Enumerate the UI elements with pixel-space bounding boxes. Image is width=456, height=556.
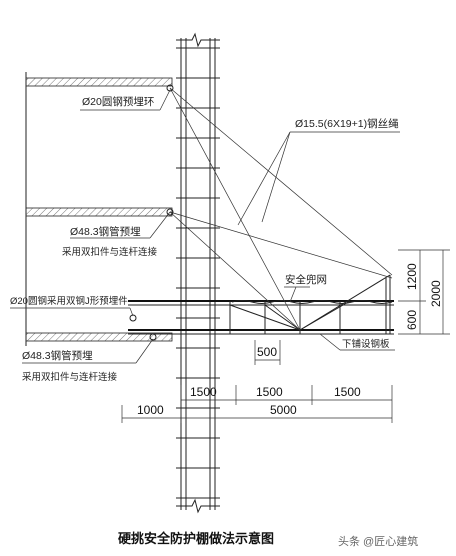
- pipe-embed-icon: [166, 208, 174, 216]
- scaffold-poles: [176, 32, 220, 514]
- label-wire-rope: Ø15.5(6X19+1)钢丝绳: [295, 117, 399, 130]
- dim-1200: 1200: [405, 263, 419, 290]
- label-embed-ring: Ø20圆钢预埋环: [82, 95, 154, 108]
- drawing-caption: 硬挑安全防护棚做法示意图: [118, 531, 274, 546]
- dim-1500-a: 1500: [190, 385, 217, 399]
- label-steel-pipe-1-line2: 采用双扣件与连杆连接: [62, 246, 158, 258]
- label-steel-pipe-2-line1: Ø48.3钢管预埋: [22, 349, 93, 362]
- dim-5000: 5000: [270, 403, 297, 417]
- dimension-lines-right: [398, 249, 450, 335]
- floor-slab-middle: [25, 207, 173, 217]
- dim-600: 600: [405, 310, 419, 330]
- embed-ring-icon: [166, 84, 174, 92]
- dim-1500-b: 1500: [256, 385, 283, 399]
- label-steel-pipe-2-line2: 采用双扣件与连杆连接: [22, 371, 118, 383]
- cantilever-pipes: [128, 275, 394, 335]
- dimension-lines-bottom: [121, 340, 393, 423]
- leader-lines: [10, 89, 400, 364]
- label-steel-plate: 下铺设钢板: [342, 338, 390, 350]
- label-j-embed: Ø20圆钢采用双钢J形预埋件: [10, 295, 128, 307]
- label-steel-pipe-1-line1: Ø48.3钢管预埋: [70, 225, 141, 238]
- pipe-embed-lower-icon: [149, 333, 157, 341]
- watermark: 头条 @匠心建筑: [338, 534, 418, 548]
- floor-slab-top: [25, 77, 173, 87]
- scaffold-ledgers: [176, 47, 220, 499]
- safety-net: [231, 300, 393, 304]
- label-safety-net: 安全兜网: [285, 273, 327, 286]
- wire-ropes: [169, 87, 393, 331]
- dim-2000: 2000: [429, 280, 443, 307]
- shed-braces: [229, 274, 391, 331]
- dim-500: 500: [257, 345, 277, 359]
- dim-1000: 1000: [137, 403, 164, 417]
- dim-1500-c: 1500: [334, 385, 361, 399]
- j-embed-icon: [129, 314, 137, 322]
